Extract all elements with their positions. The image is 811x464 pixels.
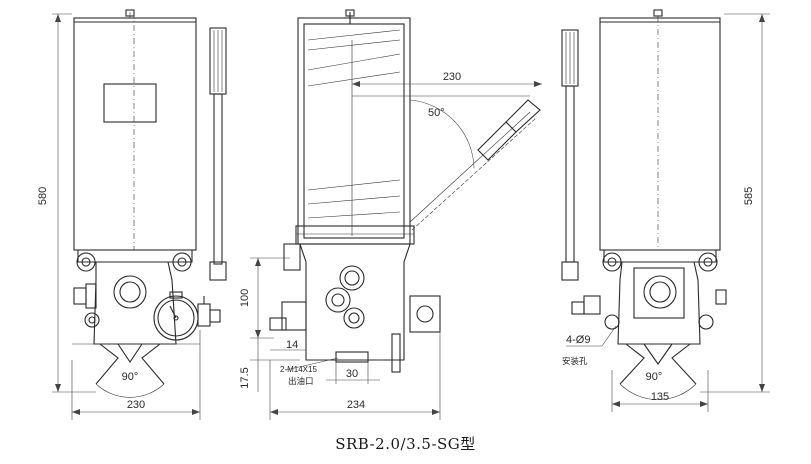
right-view	[561, 9, 727, 400]
left-height-label: 580	[37, 187, 49, 205]
mid-offset-label: 14	[286, 339, 298, 351]
mid-port-thread-label: 2-M14X15	[280, 365, 317, 374]
right-dimensions: 585 135 90° 4-Ø9 安装孔	[562, 13, 770, 412]
mid-port-spacing-label: 30	[346, 368, 358, 380]
left-dimensions: 580 230 90°	[37, 13, 201, 420]
left-pump-window	[113, 275, 147, 309]
left-nameplate	[103, 83, 157, 123]
left-view	[72, 9, 227, 398]
right-holes-caption: 安装孔	[562, 356, 588, 367]
left-width-label: 230	[127, 399, 145, 411]
mid-angled-handle	[409, 99, 541, 231]
mid-width-label: 234	[347, 399, 365, 411]
right-angle-label: 90°	[646, 371, 663, 383]
left-reservoir	[73, 17, 197, 251]
right-pump-window	[643, 275, 677, 309]
right-height-label: 585	[743, 187, 755, 205]
mid-arm-length-label: 230	[443, 71, 461, 83]
mid-port-label: 出油口	[288, 376, 314, 387]
right-reservoir	[599, 17, 721, 251]
middle-dimensions: 230 50° 100 17.5 14 2-M14X15 出油口 30 234	[239, 71, 542, 420]
mid-height-label: 100	[239, 289, 251, 307]
right-width-label: 135	[651, 391, 669, 403]
left-angle-label: 90°	[122, 371, 139, 383]
middle-view	[269, 9, 541, 373]
mid-arm-angle-label: 50°	[428, 107, 445, 119]
mid-reservoir	[297, 17, 411, 245]
right-holes-label: 4-Ø9	[566, 334, 590, 346]
drawing-title: SRB-2.0/3.5-SG型	[335, 435, 476, 453]
mid-bottom-label: 17.5	[239, 367, 251, 388]
